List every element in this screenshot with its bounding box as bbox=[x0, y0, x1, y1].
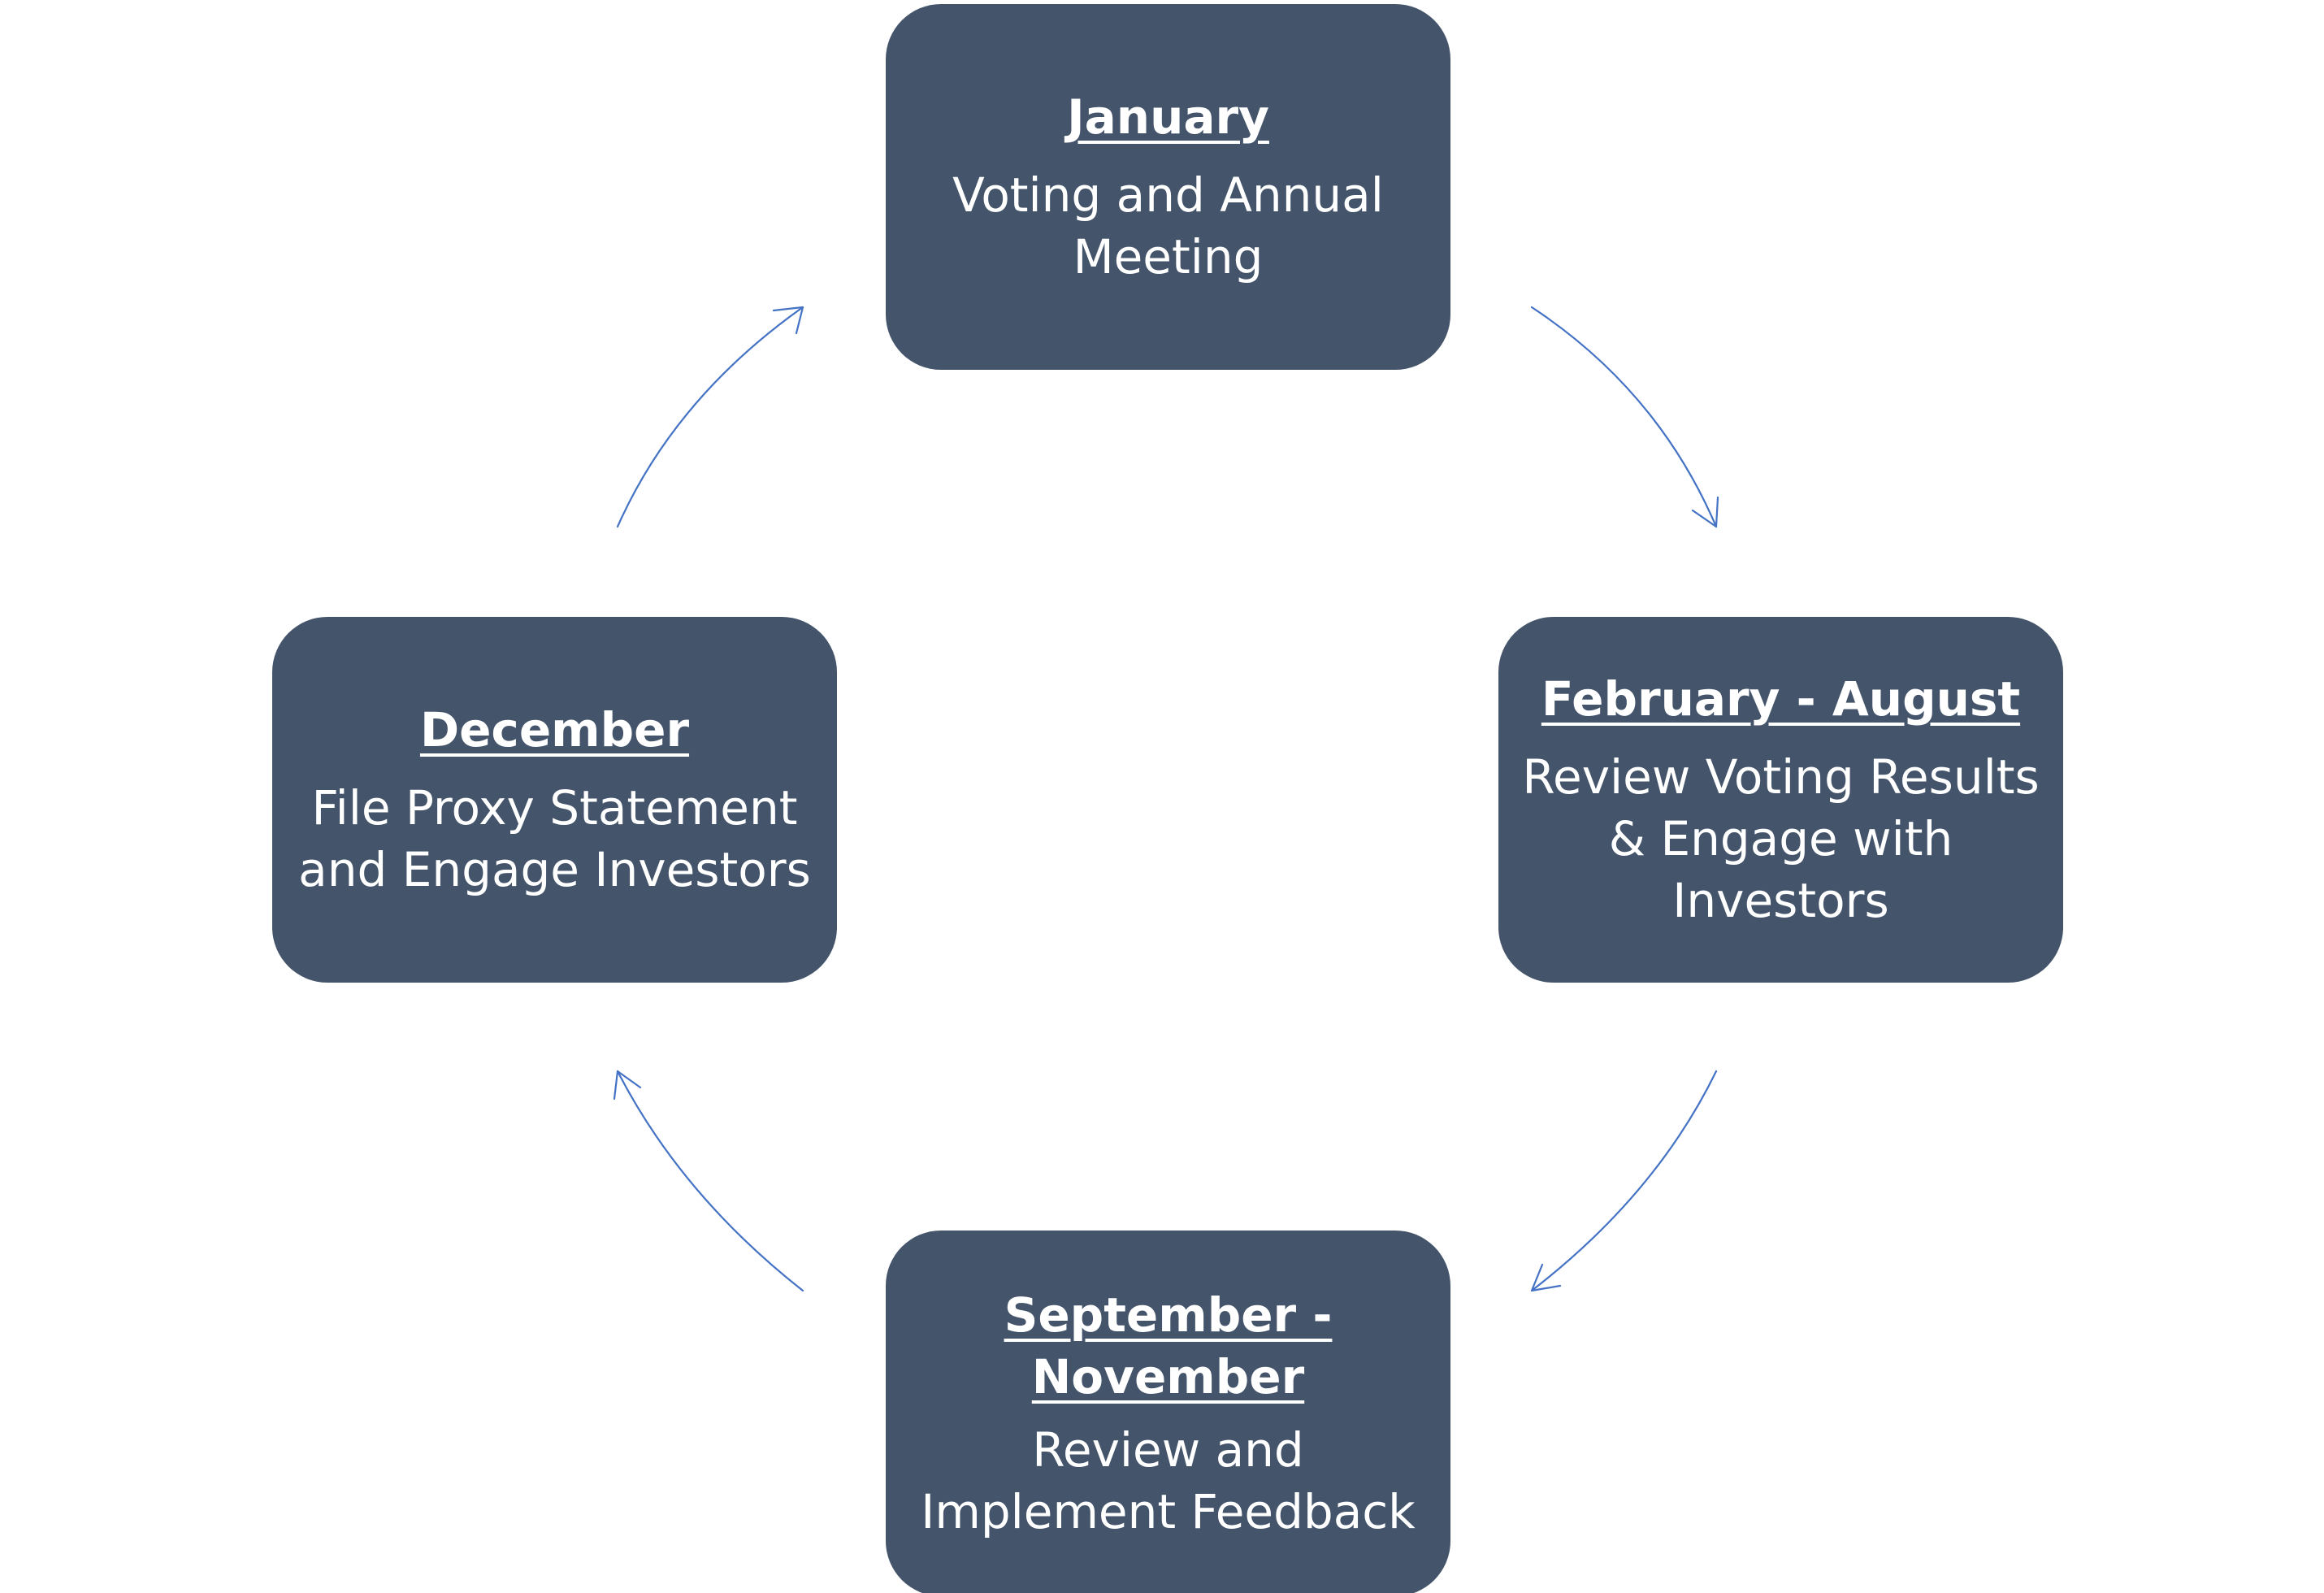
arrowhead-sep-nov-to-december bbox=[613, 1070, 642, 1100]
arrowhead-january-to-feb-aug bbox=[1691, 496, 1719, 528]
step-box-september-november: September - November Review and Implemen… bbox=[886, 1231, 1450, 1593]
step-box-january: January Voting and Annual Meeting bbox=[886, 4, 1450, 370]
step-title-january: January bbox=[1067, 89, 1269, 145]
arrow-january-to-feb-aug bbox=[1530, 306, 1718, 528]
arrowhead-december-to-january bbox=[772, 306, 804, 335]
arrow-december-to-january bbox=[616, 306, 804, 528]
arrowhead-feb-aug-to-sep-nov bbox=[1530, 1263, 1562, 1292]
step-title-december: December bbox=[419, 702, 690, 757]
step-box-december: December File Proxy Statement and Engage… bbox=[272, 617, 837, 983]
step-title-february-august: February - August bbox=[1541, 671, 2021, 727]
step-description-december: File Proxy Statement and Engage Investor… bbox=[298, 780, 811, 897]
step-box-february-august: February - August Review Voting Results … bbox=[1498, 617, 2063, 983]
arrow-feb-aug-to-sep-nov bbox=[1530, 1070, 1718, 1292]
step-description-september-november: Review and Implement Feedback bbox=[921, 1422, 1416, 1539]
step-description-february-august: Review Voting Results & Engage with Inve… bbox=[1522, 749, 2040, 928]
step-description-january: Voting and Annual Meeting bbox=[952, 167, 1384, 284]
arrow-sep-nov-to-december bbox=[616, 1070, 804, 1292]
step-title-september-november: September - November bbox=[1004, 1287, 1333, 1404]
